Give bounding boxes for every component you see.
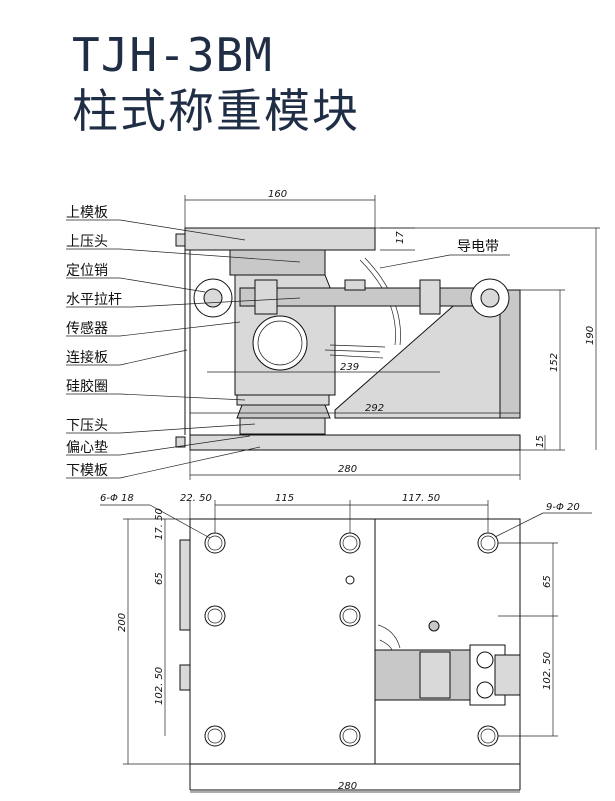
- plan-view: [179, 518, 521, 791]
- holes-9-d20: 9-Φ 20: [546, 502, 580, 513]
- sensor-face: [252, 315, 308, 371]
- tie-rod: [239, 287, 501, 307]
- side-flange: [179, 539, 191, 631]
- dim-17-50: 17. 50: [154, 508, 165, 540]
- dim-190: 190: [585, 326, 596, 345]
- right-bracket: [334, 299, 501, 419]
- dim-117-50: 117. 50: [402, 493, 440, 504]
- dim-102-50-left: 102. 50: [154, 667, 165, 705]
- tie-rod-nut-right: [419, 279, 441, 315]
- dim-280-side: 280: [338, 464, 357, 475]
- mount-holes: [204, 532, 499, 747]
- dim-65-left: 65: [154, 572, 165, 585]
- label-conductive-strap: 导电带: [457, 239, 499, 255]
- label-bottom-plate: 下模板: [66, 463, 108, 479]
- upper-press-head: [229, 249, 326, 276]
- plan-dimensions: 22. 50 115 117. 50 6-Φ 18 9-Φ 20 17. 50 …: [100, 493, 592, 793]
- dim-280-plan: 280: [338, 781, 357, 792]
- holes-6-d18: 6-Φ 18: [100, 493, 134, 504]
- label-upper-press-head: 上压头: [66, 234, 108, 250]
- dim-160: 160: [268, 189, 287, 200]
- label-locating-pin: 定位销: [66, 263, 108, 279]
- dim-15: 15: [535, 435, 546, 448]
- top-plate: [184, 227, 376, 251]
- label-eccentric-pad: 偏心垫: [66, 440, 108, 456]
- label-top-plate: 上模板: [66, 205, 108, 221]
- model-number: TJH-3BM: [72, 28, 273, 82]
- side-dimensions: 160 17 239 292 152 190 15 280: [184, 189, 600, 480]
- sensor-cable: [324, 344, 386, 359]
- bottom-plate-lug: [175, 436, 186, 448]
- label-lower-press-head: 下压头: [66, 418, 108, 434]
- dim-102-50-right: 102. 50: [542, 652, 553, 690]
- side-view: [175, 227, 521, 451]
- plan-tie-rod: [374, 624, 521, 706]
- dim-22-50: 22. 50: [180, 493, 212, 504]
- dim-200: 200: [117, 613, 128, 632]
- dim-65-right: 65: [542, 575, 553, 588]
- product-name: 柱式称重模块: [72, 84, 360, 138]
- base-plate-outline: [189, 518, 521, 765]
- dim-17: 17: [395, 231, 406, 244]
- dim-292: 292: [365, 403, 384, 414]
- lower-press-head: [239, 417, 326, 435]
- bottom-plate: [189, 434, 521, 451]
- label-sensor: 传感器: [66, 320, 108, 337]
- dim-152: 152: [549, 353, 560, 372]
- dim-115: 115: [275, 493, 294, 504]
- tie-rod-nut-left: [254, 279, 278, 315]
- silicone-ring: [236, 394, 330, 406]
- label-tie-rod: 水平拉杆: [66, 292, 122, 308]
- top-plate-lug: [175, 233, 186, 247]
- label-connection-plate: 连接板: [66, 349, 108, 366]
- dim-239: 239: [340, 362, 359, 373]
- label-silicone-ring: 硅胶圈: [66, 378, 108, 395]
- title-block: TJH-3BM 柱式称重模块: [72, 28, 360, 140]
- part-labels: 上模板 上压头 定位销 水平拉杆 传感器 连接板 硅胶圈 下压头 偏心垫 下模板…: [66, 205, 510, 479]
